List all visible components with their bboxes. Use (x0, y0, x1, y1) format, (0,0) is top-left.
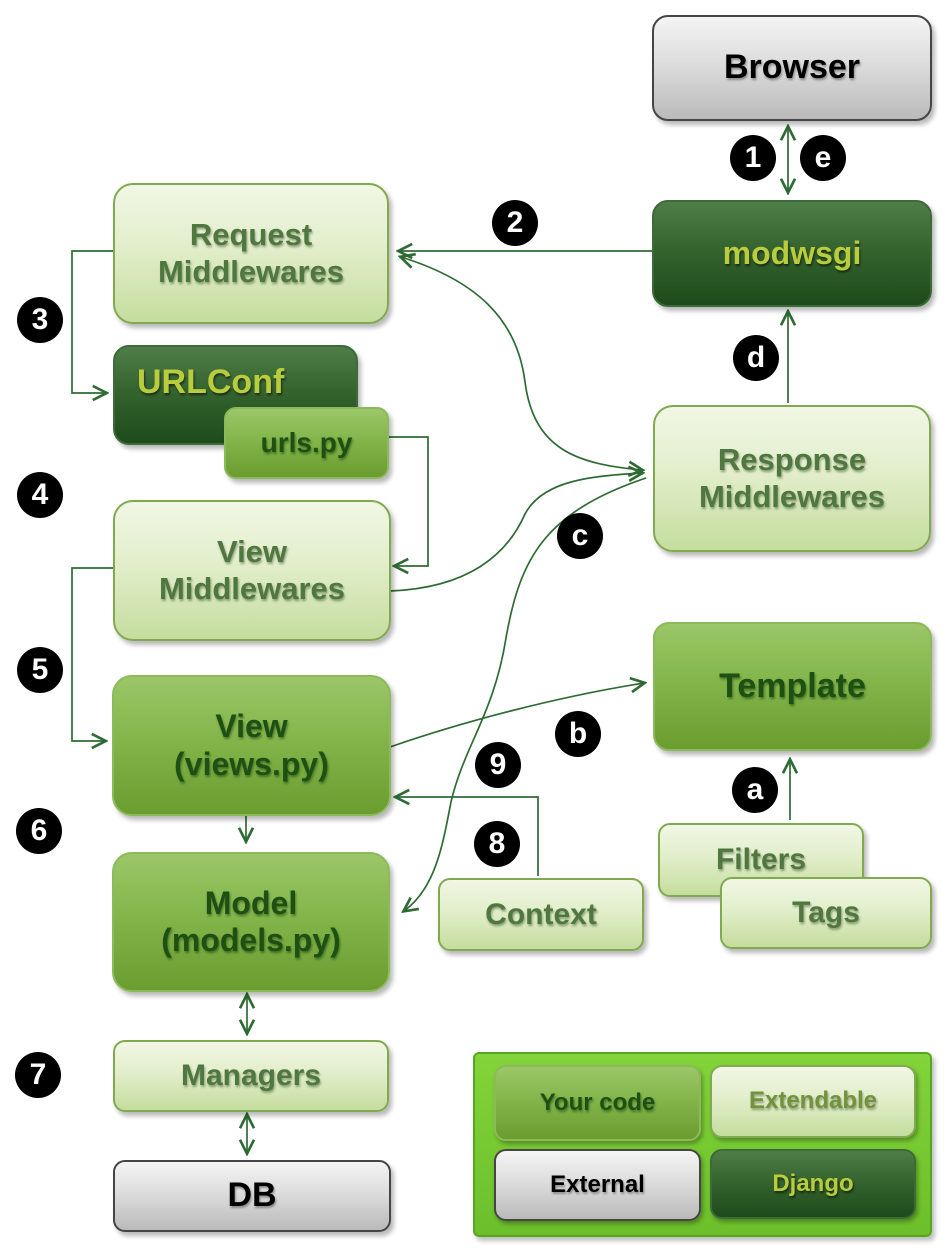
badge-step-8: 8 (474, 821, 520, 867)
node-template: Template (653, 622, 932, 751)
legend-item-external: External (494, 1149, 701, 1221)
badge-step-c: c (557, 513, 603, 559)
connector-3-requestmw-to-urlconf (71, 250, 113, 393)
legend-panel: Your code Extendable External Django (473, 1052, 932, 1237)
badge-step-9: 9 (475, 742, 521, 788)
badge-step-2: 2 (492, 200, 538, 246)
legend-item-your-code: Your code (494, 1065, 701, 1141)
badge-step-1: 1 (730, 135, 776, 181)
legend-item-extendable: Extendable (710, 1065, 916, 1138)
node-urls-py: urls.py (224, 407, 389, 479)
connector-9-context-to-view (396, 797, 539, 876)
badge-step-6: 6 (16, 808, 62, 854)
node-browser: Browser (652, 15, 932, 121)
badge-step-3: 3 (17, 297, 63, 343)
connector-b-view-to-template (389, 683, 644, 748)
connector-5-viewmw-to-view (71, 567, 113, 741)
node-view: View (views.py) (112, 675, 391, 816)
badge-step-b: b (555, 711, 601, 757)
legend-item-django: Django (710, 1149, 916, 1219)
badge-step-7: 7 (15, 1052, 61, 1098)
connector-c-viewmw-to-responsemw (389, 473, 642, 592)
node-context: Context (438, 878, 644, 951)
node-db: DB (113, 1160, 391, 1232)
connector-c-requestmw-to-responsemw (401, 257, 642, 470)
badge-step-a: a (732, 767, 778, 813)
connector-8-to-model (404, 477, 647, 911)
node-model: Model (models.py) (112, 852, 390, 992)
node-response-middlewares: Response Middlewares (653, 405, 931, 552)
badge-step-4: 4 (17, 472, 63, 518)
node-managers: Managers (113, 1040, 389, 1112)
node-request-middlewares: Request Middlewares (113, 183, 389, 324)
node-tags: Tags (720, 877, 932, 949)
badge-step-d: d (733, 335, 779, 381)
connector-4-urlspy-to-viewmw (386, 436, 429, 566)
node-view-middlewares: View Middlewares (113, 500, 391, 641)
badge-step-e: e (800, 135, 846, 181)
badge-step-5: 5 (17, 647, 63, 693)
node-modwsgi: modwsgi (652, 200, 932, 307)
